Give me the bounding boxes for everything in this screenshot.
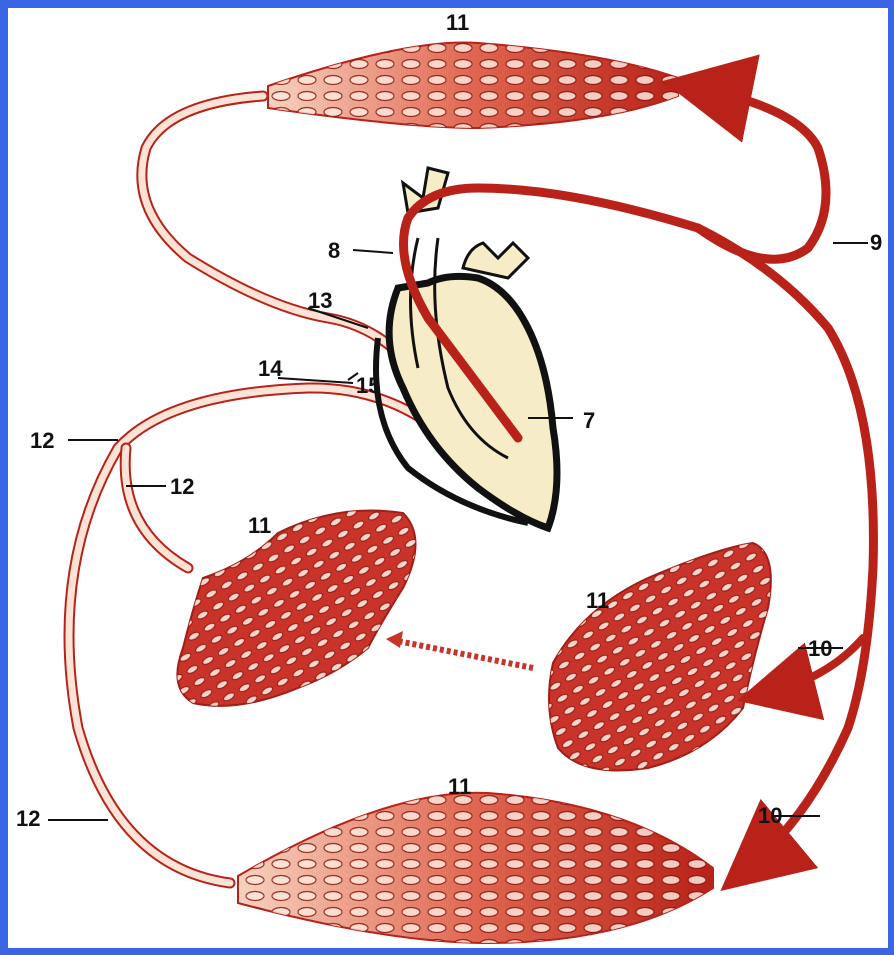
label-10-upper: 10	[808, 636, 832, 661]
diagram-frame: 11 7 8 9 10 10 11 11 11 12 12 12 13 14 1…	[8, 8, 888, 948]
circulation-diagram: 11 7 8 9 10 10 11 11 11 12 12 12 13 14 1…	[8, 8, 888, 948]
vein-left-bed-branch	[125, 448, 188, 568]
label-8: 8	[328, 238, 340, 263]
label-15: 15	[356, 373, 380, 398]
label-13: 13	[308, 288, 332, 313]
capillary-bed-bottom	[238, 793, 713, 943]
artery-descending	[698, 228, 873, 868]
label-11-top: 11	[446, 10, 469, 35]
label-12-middle: 12	[170, 474, 194, 499]
label-12-upper: 12	[30, 428, 54, 453]
label-7: 7	[583, 408, 595, 433]
capillary-bed-left	[177, 511, 415, 706]
label-11-bottom: 11	[448, 774, 471, 799]
label-12-lower: 12	[16, 806, 40, 831]
label-10-lower: 10	[758, 803, 782, 828]
label-11-left: 11	[248, 513, 271, 538]
capillary-bed-right	[549, 543, 771, 771]
label-11-right: 11	[586, 588, 609, 613]
label-14: 14	[258, 356, 283, 381]
label-9: 9	[870, 230, 882, 255]
vein-top-to-heart	[142, 96, 428, 388]
portal-vessel	[386, 631, 533, 668]
capillary-bed-top	[268, 43, 678, 128]
